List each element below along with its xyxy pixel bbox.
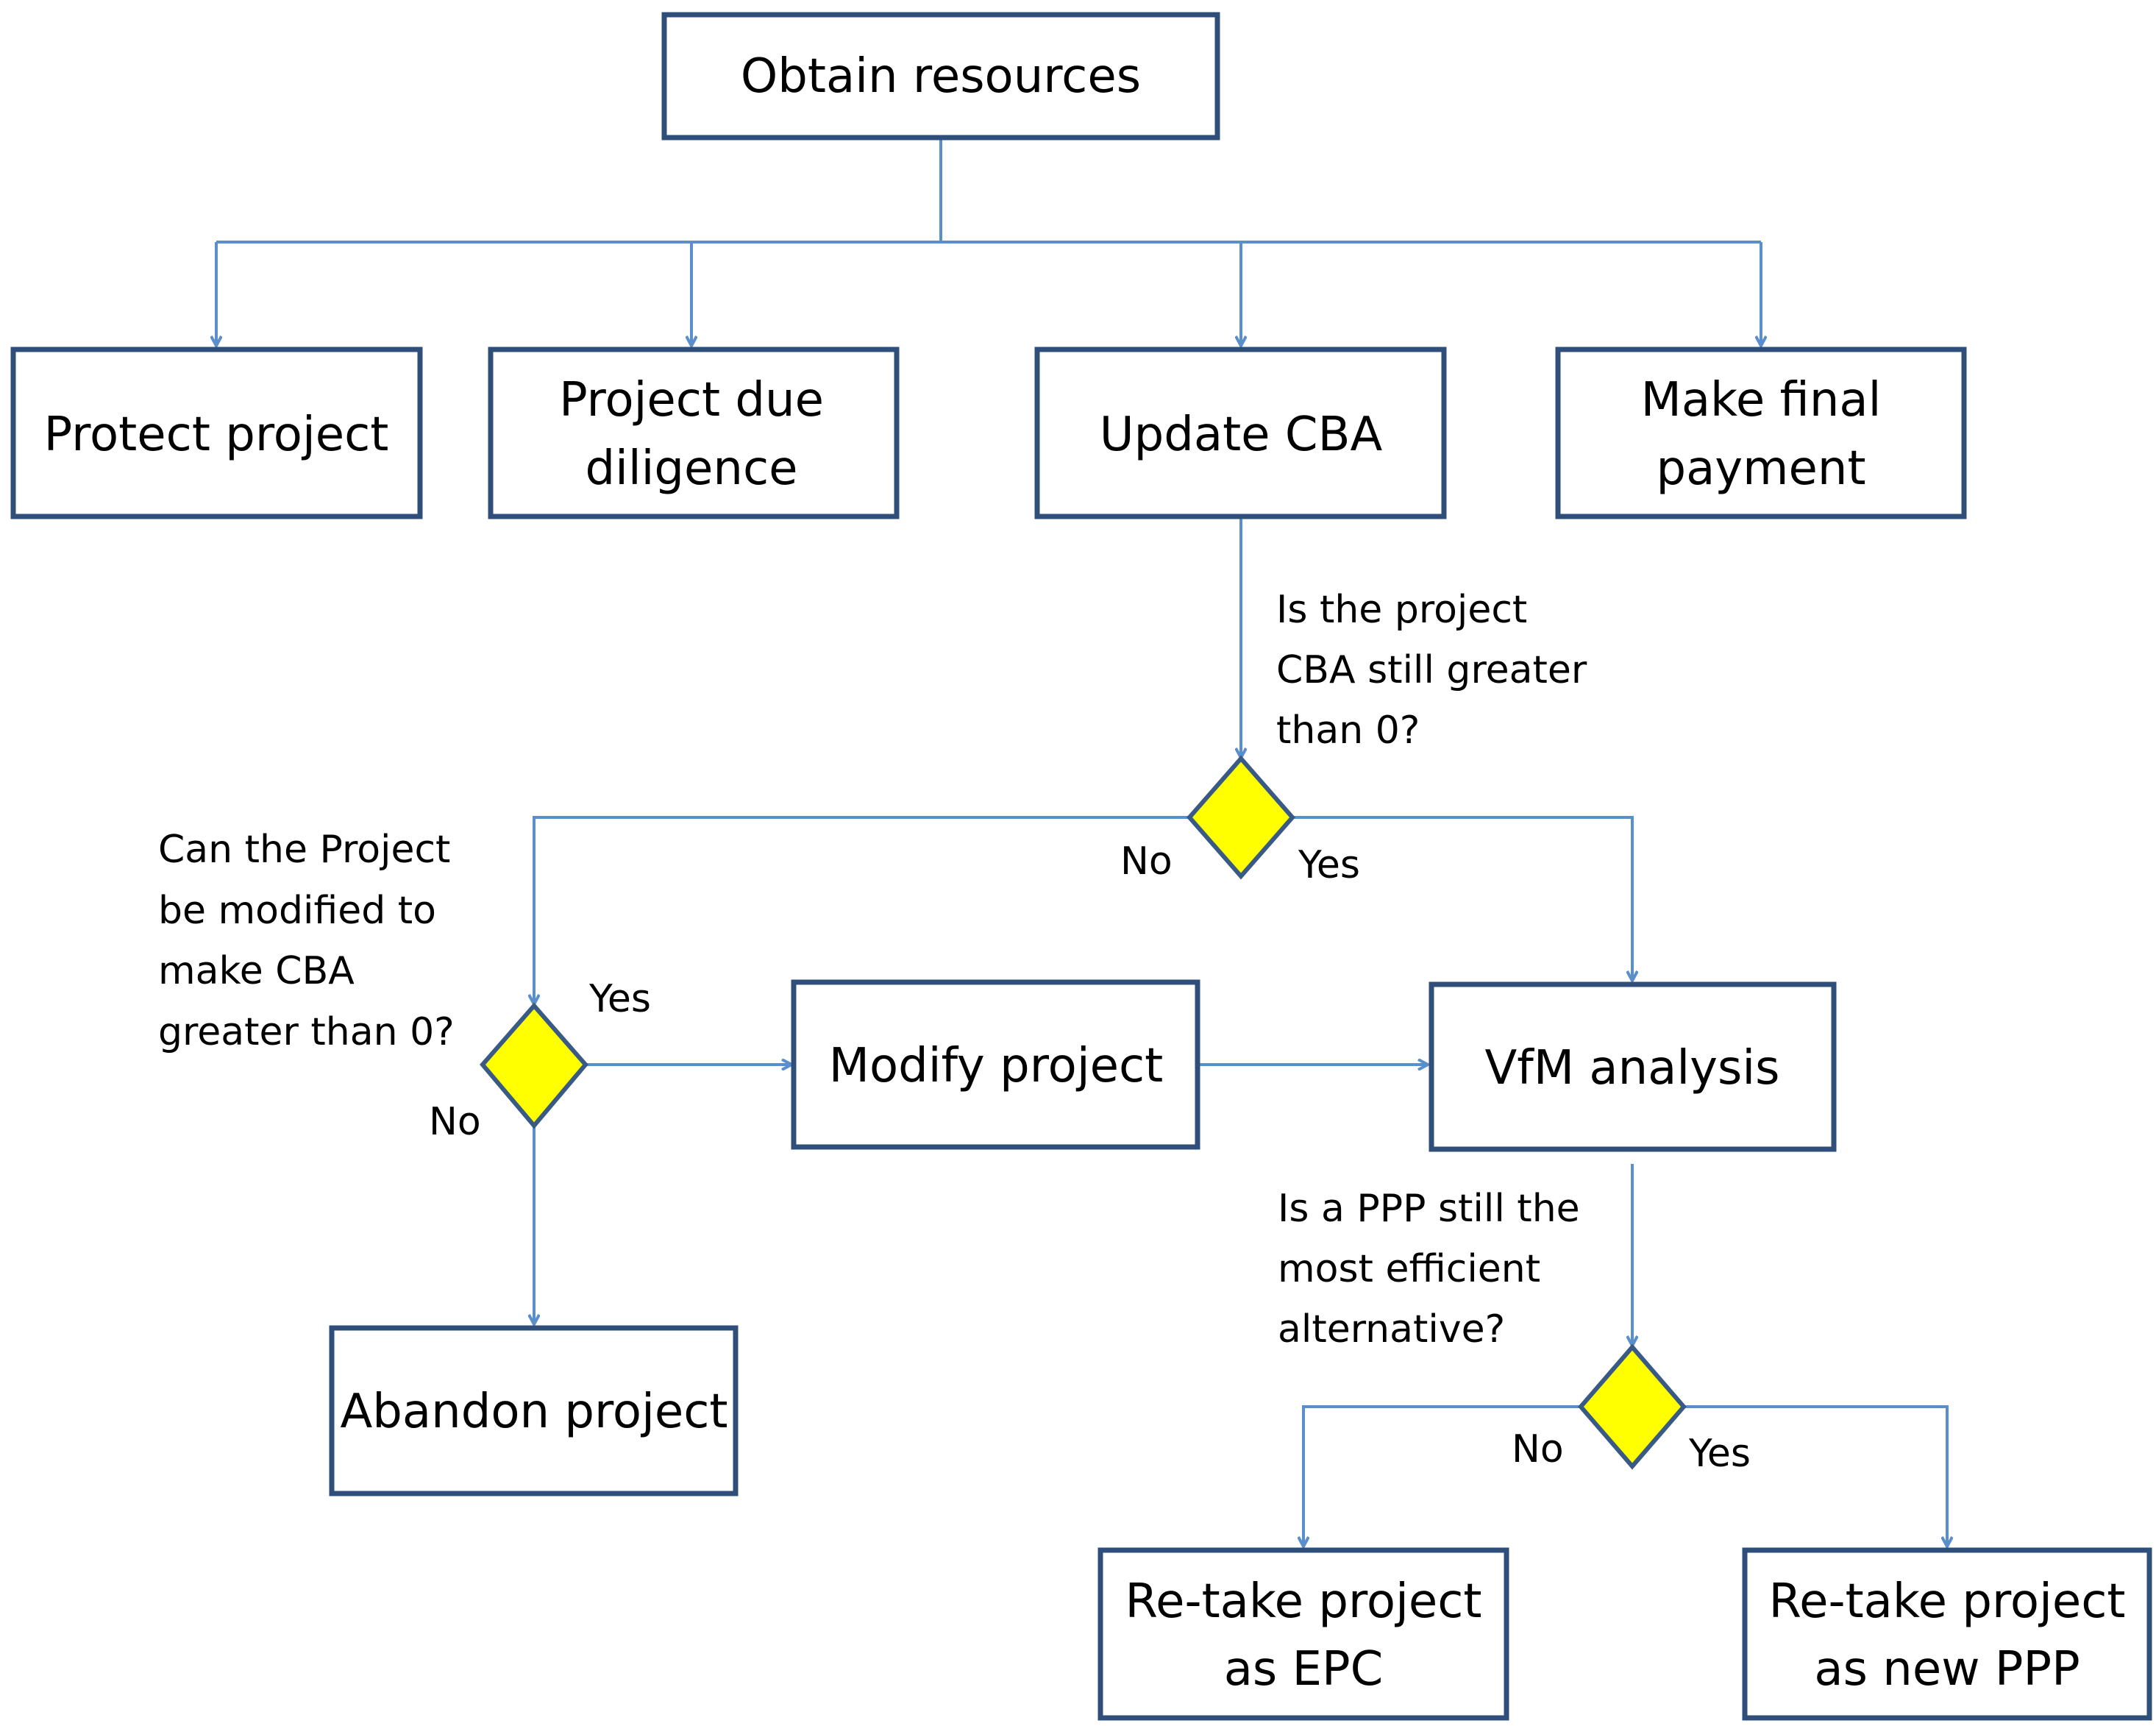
box-label: Modify project	[829, 1039, 1164, 1093]
box-update-cba: Update CBA	[1034, 347, 1447, 519]
question-line-1: Is the project	[1276, 588, 1527, 632]
box-border	[1555, 347, 1967, 519]
decision-diamond-shape	[1186, 755, 1295, 880]
box-retake-project-ppp: Re-take project as new PPP	[1742, 1547, 2152, 1721]
box-border	[1429, 981, 1837, 1152]
decision-cba-positive	[1186, 755, 1295, 880]
branch-label-ppp-no: No	[1512, 1427, 1564, 1471]
branch-label-modify-no: No	[429, 1100, 481, 1144]
question-line-1: Can the Project	[158, 828, 450, 872]
branch-label-modify-yes: Yes	[588, 977, 651, 1021]
question-line-4: greater than 0?	[158, 1010, 455, 1054]
box-make-final-payment: Make final payment	[1555, 347, 1967, 519]
box-label: Update CBA	[1100, 408, 1383, 462]
box-label: VfM analysis	[1485, 1041, 1780, 1095]
box-border	[488, 347, 900, 519]
box-border	[1097, 1547, 1509, 1721]
question-line-2: CBA still greater	[1276, 648, 1587, 692]
box-border	[1034, 347, 1447, 519]
box-border	[661, 12, 1220, 141]
question-line-1: Is a PPP still the	[1278, 1187, 1580, 1231]
branch-label-cba-yes: Yes	[1298, 843, 1360, 887]
decision-diamond-shape	[1578, 1343, 1687, 1470]
branch-label-cba-no: No	[1120, 839, 1173, 884]
decision-can-modify	[480, 1002, 588, 1129]
box-label-line-1: Make final	[1641, 373, 1882, 427]
question-line-3: than 0?	[1276, 708, 1420, 753]
connector-cba-yes	[1292, 816, 1632, 981]
connectors	[216, 138, 1947, 1546]
box-border	[791, 979, 1200, 1150]
box-label: Obtain resources	[741, 49, 1141, 104]
question-cba-positive: Is the project CBA still greater than 0?	[1276, 588, 1587, 753]
box-retake-project-epc: Re-take project as EPC	[1097, 1547, 1509, 1721]
box-label-line-2: payment	[1656, 441, 1865, 496]
box-abandon-project: Abandon project	[329, 1325, 739, 1496]
decision-diamond-shape	[480, 1002, 588, 1129]
box-label-line-2: diligence	[585, 441, 797, 496]
connector-ppp-no	[1303, 1405, 1581, 1546]
box-modify-project: Modify project	[791, 979, 1200, 1150]
box-label-line-2: as EPC	[1224, 1642, 1384, 1697]
question-can-modify: Can the Project be modified to make CBA …	[158, 828, 455, 1054]
box-protect-project: Protect project	[10, 347, 423, 519]
connector-cba-no	[534, 816, 1189, 1004]
connector-ppp-yes	[1684, 1405, 1947, 1546]
box-label: Protect project	[44, 408, 389, 462]
box-label-line-1: Project due	[559, 373, 824, 427]
box-label: Abandon project	[341, 1385, 728, 1439]
question-line-2: be modified to	[158, 889, 436, 933]
question-line-3: make CBA	[158, 949, 355, 993]
box-obtain-resources: Obtain resources	[661, 12, 1220, 141]
box-border	[329, 1325, 739, 1496]
question-ppp-efficient: Is a PPP still the most efficient altern…	[1278, 1187, 1580, 1352]
question-line-3: alternative?	[1278, 1307, 1505, 1352]
box-label-line-1: Re-take project	[1769, 1574, 2126, 1629]
box-border	[10, 347, 423, 519]
decision-ppp-efficient	[1578, 1343, 1687, 1470]
box-border	[1742, 1547, 2152, 1721]
question-line-2: most efficient	[1278, 1247, 1540, 1291]
branch-label-ppp-yes: Yes	[1688, 1432, 1751, 1476]
box-label-line-1: Re-take project	[1125, 1574, 1482, 1629]
box-label-line-2: as new PPP	[1814, 1642, 2079, 1697]
box-vfm-analysis: VfM analysis	[1429, 981, 1837, 1152]
box-project-due-diligence: Project due diligence	[488, 347, 900, 519]
